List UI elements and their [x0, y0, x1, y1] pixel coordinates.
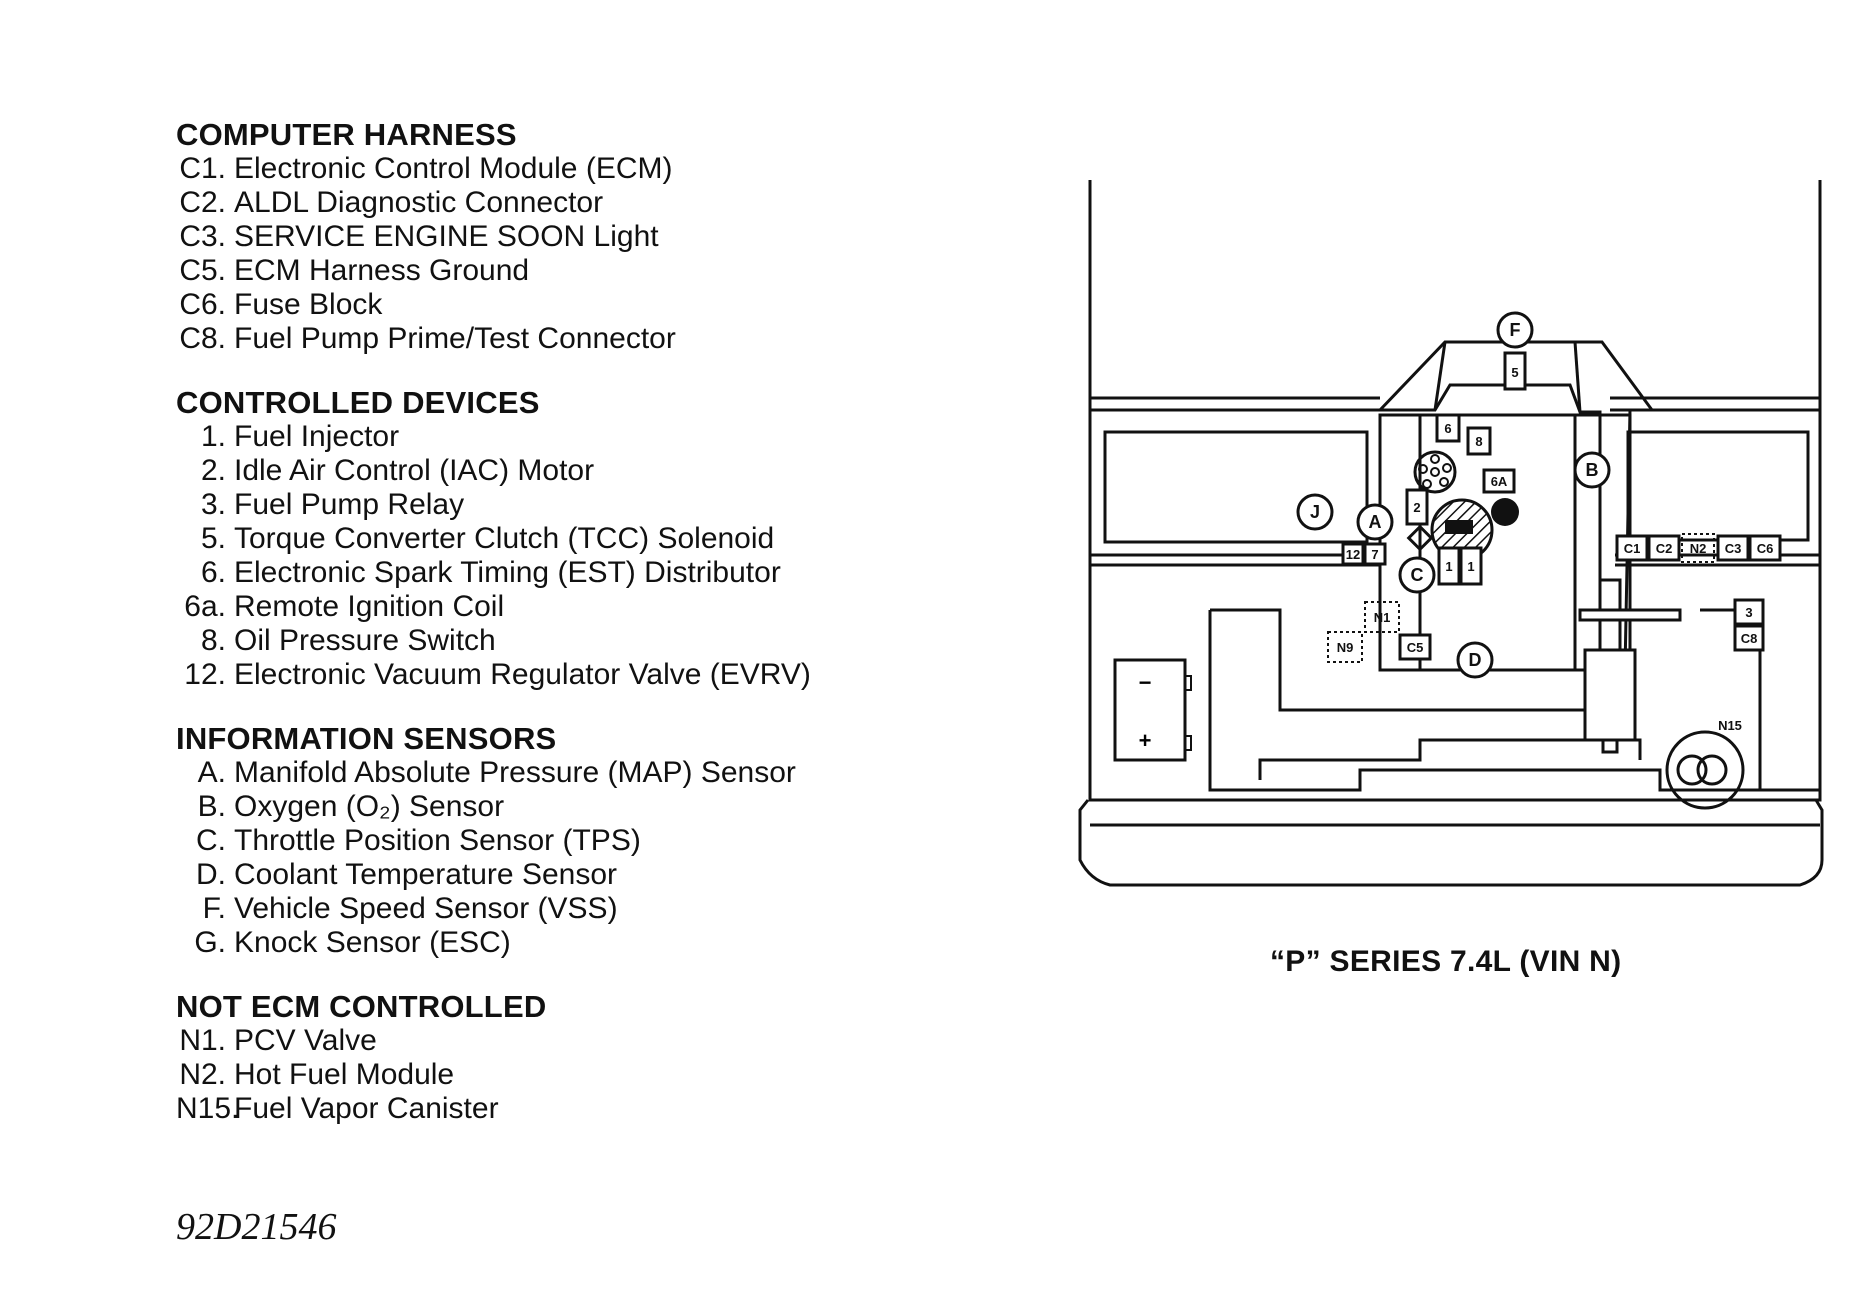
legend-item-c8: C8.Fuel Pump Prime/Test Connector — [179, 322, 676, 355]
component-legend: COMPUTER HARNESS C1.Electronic Control M… — [176, 118, 936, 1156]
box-n1 — [1364, 601, 1400, 633]
section-not-ecm-controlled: NOT ECM CONTROLLED N1.PCV Valve N2.Hot F… — [176, 990, 936, 1126]
engine-diagram-svg: − + 5 6 8 6A 2 — [1078, 180, 1824, 887]
svg-text:D: D — [1469, 650, 1482, 670]
section-title: INFORMATION SENSORS — [176, 721, 557, 756]
box-2 — [1405, 488, 1429, 526]
box-c2 — [1647, 534, 1681, 562]
box-c8 — [1733, 624, 1765, 652]
legend-item-n2: N2.Hot Fuel Module — [179, 1058, 455, 1091]
box-c6 — [1748, 534, 1782, 562]
sensor-c — [1398, 556, 1436, 594]
bumper — [1078, 799, 1824, 887]
legend-item-c3: C3.SERVICE ENGINE SOON Light — [179, 220, 659, 253]
svg-text:1: 1 — [1445, 559, 1452, 574]
svg-text:J: J — [1310, 502, 1320, 522]
svg-text:C5: C5 — [1407, 640, 1424, 655]
legend-item-g: G.Knock Sensor (ESC) — [194, 926, 511, 959]
box-12 — [1341, 542, 1365, 566]
svg-text:C2: C2 — [1656, 541, 1673, 556]
battery — [1113, 658, 1187, 762]
box-5 — [1503, 351, 1527, 391]
legend-item-3: 3.Fuel Pump Relay — [200, 488, 465, 521]
box-6a — [1482, 468, 1516, 494]
distributor-cap — [1413, 450, 1457, 494]
remote-coil — [1491, 498, 1519, 526]
legend-item-12: 12.Electronic Vacuum Regulator Valve (EV… — [184, 658, 811, 691]
legend-item-5: 5.Torque Converter Clutch (TCC) Solenoid — [200, 522, 775, 555]
svg-text:N9: N9 — [1337, 640, 1354, 655]
section-information-sensors: INFORMATION SENSORS A.Manifold Absolute … — [176, 722, 936, 960]
svg-text:8: 8 — [1475, 434, 1482, 449]
outer-frame — [1088, 180, 1822, 802]
svg-text:C6: C6 — [1757, 541, 1774, 556]
svg-text:1: 1 — [1467, 559, 1474, 574]
sensor-a — [1356, 503, 1394, 541]
svg-text:C3: C3 — [1725, 541, 1742, 556]
legend-item-n15: N15.Fuel Vapor Canister — [176, 1092, 499, 1125]
box-6 — [1435, 413, 1461, 443]
section-title: COMPUTER HARNESS — [176, 117, 517, 152]
svg-text:6A: 6A — [1491, 474, 1508, 489]
legend-item-f: F.Vehicle Speed Sensor (VSS) — [202, 892, 618, 925]
box-n9 — [1327, 631, 1363, 663]
svg-text:A: A — [1369, 512, 1382, 532]
box-c1 — [1615, 534, 1649, 562]
svg-text:12: 12 — [1346, 547, 1360, 562]
box-c5 — [1398, 633, 1432, 661]
section-controlled-devices: CONTROLLED DEVICES 1.Fuel Injector 2.Idl… — [176, 386, 936, 692]
box-7 — [1363, 542, 1387, 566]
legend-item-c6: C6.Fuse Block — [179, 288, 383, 321]
legend-item-c: C.Throttle Position Sensor (TPS) — [196, 824, 641, 857]
section-computer-harness: COMPUTER HARNESS C1.Electronic Control M… — [176, 118, 936, 356]
legend-item-a: A.Manifold Absolute Pressure (MAP) Senso… — [197, 756, 796, 789]
svg-text:B: B — [1586, 460, 1599, 480]
svg-text:7: 7 — [1371, 547, 1378, 562]
box-c3 — [1716, 534, 1750, 562]
svg-text:6: 6 — [1444, 421, 1451, 436]
legend-item-6a: 6a.Remote Ignition Coil — [184, 590, 505, 623]
svg-text:F: F — [1510, 320, 1521, 340]
legend-item-8: 8.Oil Pressure Switch — [200, 624, 496, 657]
svg-text:N2: N2 — [1690, 541, 1707, 556]
legend-item-c2: C2.ALDL Diagnostic Connector — [179, 186, 604, 219]
oil-pan — [1258, 738, 1642, 780]
engine-compartment-diagram: − + 5 6 8 6A 2 — [1060, 170, 1840, 905]
legend-item-c5: C5.ECM Harness Ground — [179, 254, 530, 287]
svg-text:C: C — [1411, 565, 1424, 585]
battery-minus: − — [1139, 670, 1152, 695]
sensor-d — [1456, 641, 1494, 679]
sensor-j — [1296, 493, 1334, 531]
sensor-b — [1573, 451, 1611, 489]
diagram-caption: “P” SERIES 7.4L (VIN N) — [1270, 945, 1622, 978]
svg-text:2: 2 — [1413, 500, 1420, 515]
section-title: NOT ECM CONTROLLED — [176, 989, 547, 1024]
sensor-f — [1496, 311, 1534, 349]
legend-item-n1: N1.PCV Valve — [179, 1024, 377, 1057]
legend-item-1: 1.Fuel Injector — [200, 420, 400, 453]
legend-item-2: 2.Idle Air Control (IAC) Motor — [200, 454, 595, 487]
box-1a — [1437, 546, 1461, 586]
svg-text:N15: N15 — [1718, 718, 1742, 733]
legend-item-c1: C1.Electronic Control Module (ECM) — [179, 152, 673, 185]
fuel-vapor-canister — [1665, 730, 1745, 810]
svg-text:C8: C8 — [1741, 631, 1758, 646]
battery-plus: + — [1139, 728, 1152, 753]
box-3 — [1733, 598, 1765, 626]
section-title: CONTROLLED DEVICES — [176, 385, 540, 420]
svg-text:N1: N1 — [1374, 610, 1391, 625]
svg-text:C1: C1 — [1624, 541, 1641, 556]
legend-item-6: 6.Electronic Spark Timing (EST) Distribu… — [200, 556, 781, 589]
svg-text:3: 3 — [1745, 605, 1752, 620]
svg-text:5: 5 — [1511, 365, 1518, 380]
box-8 — [1466, 426, 1492, 456]
box-1b — [1459, 546, 1483, 586]
reference-number: 92D21546 — [176, 1206, 337, 1248]
legend-item-d: D.Coolant Temperature Sensor — [196, 858, 617, 891]
legend-item-b: B.Oxygen (O₂) Sensor — [197, 790, 505, 823]
